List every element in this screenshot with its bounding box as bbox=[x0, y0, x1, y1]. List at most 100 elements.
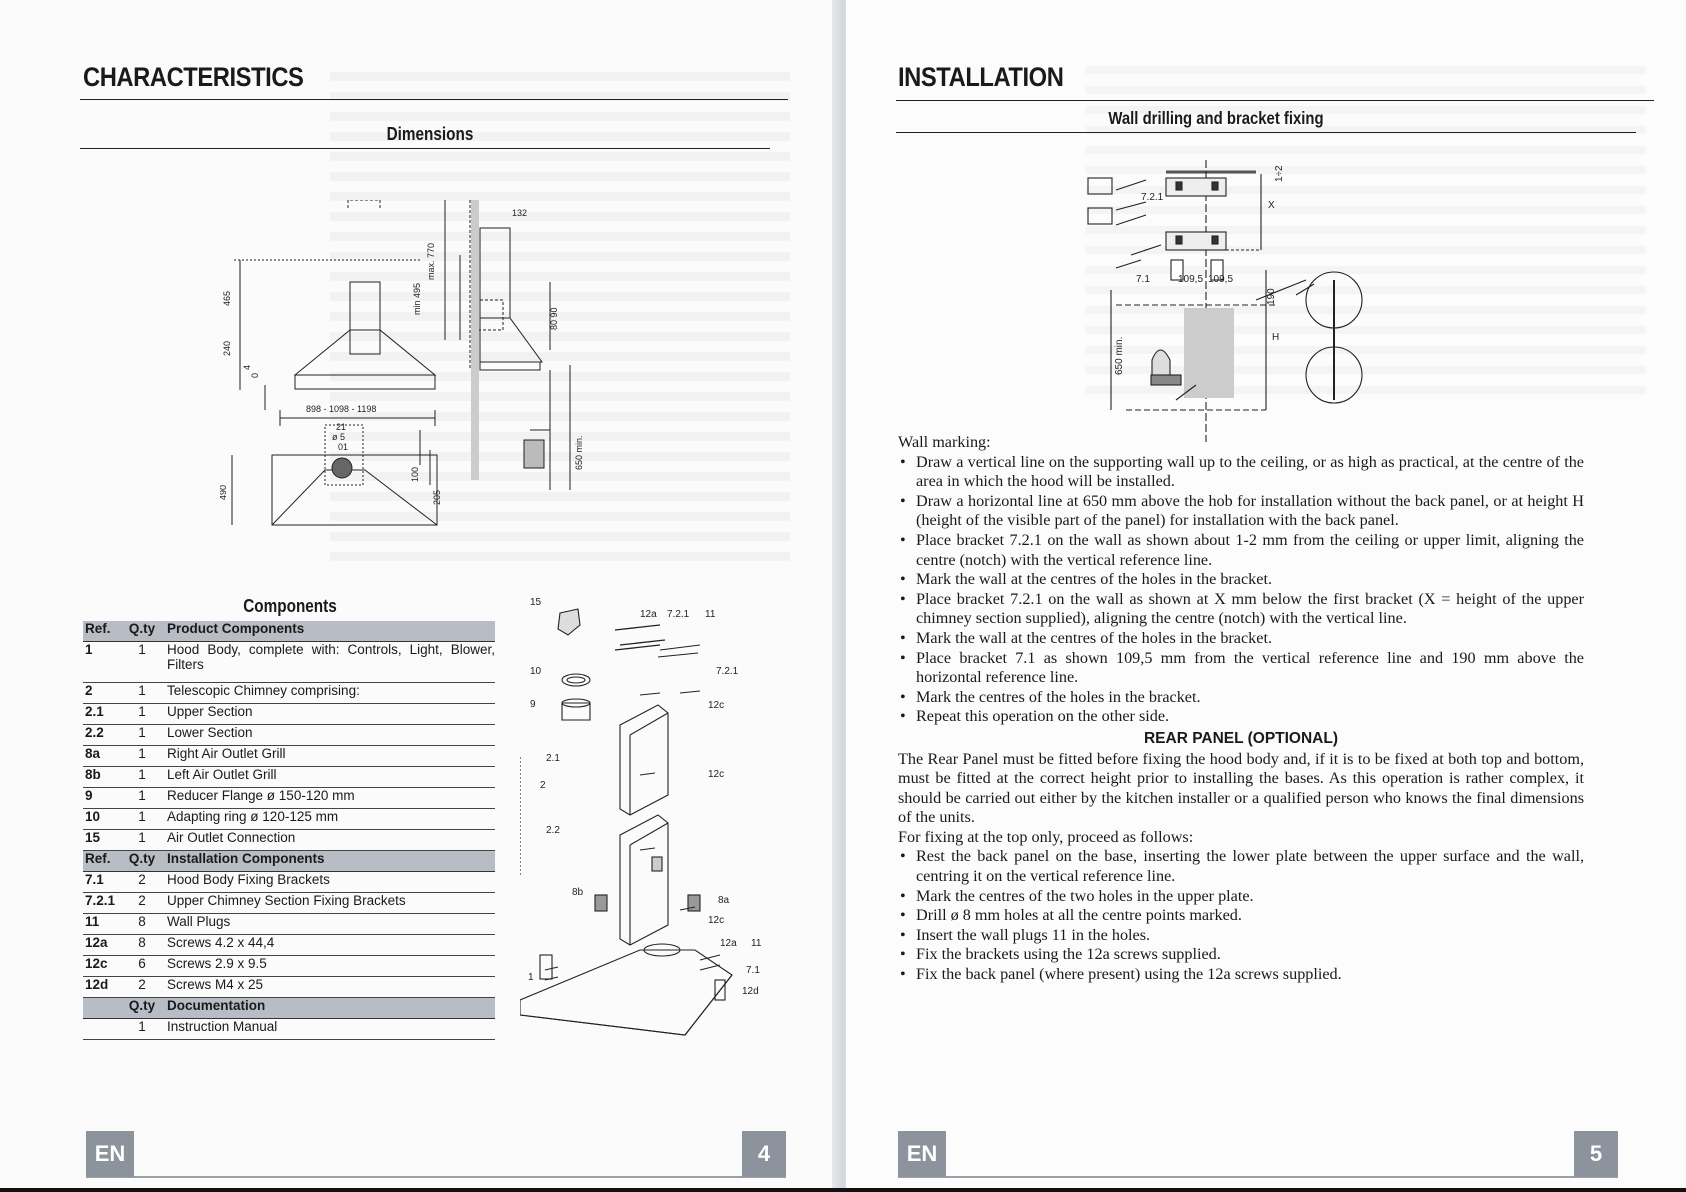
language-tab: EN bbox=[898, 1131, 946, 1177]
wall-marking-label: Wall marking: bbox=[898, 433, 991, 451]
language-tab: EN bbox=[86, 1131, 134, 1177]
table-row: 10 1 Adapting ring ø 120-125 mm bbox=[83, 809, 495, 830]
dim-465: 465 bbox=[222, 291, 232, 306]
qty-header: Q.ty bbox=[128, 998, 156, 1013]
row-ref: 7.2.1 bbox=[85, 893, 116, 908]
footer-line bbox=[898, 1176, 1618, 1178]
row-desc: Right Air Outlet Grill bbox=[167, 746, 286, 761]
exploded-view-drawing: 15 12a 7.2.1 11 10 7.2.1 9 12c 2.1 12c 2… bbox=[520, 597, 762, 1036]
row-desc: Screws 4.2 x 44,4 bbox=[167, 935, 275, 950]
row-desc: Telescopic Chimney comprising: bbox=[167, 683, 360, 698]
scan-bottom-edge bbox=[0, 1188, 1686, 1192]
dim-4: 4 bbox=[242, 365, 252, 370]
dim-132: 132 bbox=[512, 208, 527, 218]
components-heading: Components bbox=[243, 596, 337, 616]
list-item: Place bracket 7.2.1 on the wall as shown… bbox=[900, 590, 1584, 629]
label-12c-a: 12c bbox=[708, 700, 724, 711]
desc-header: Product Components bbox=[167, 621, 305, 636]
row-ref: 1 bbox=[85, 642, 93, 657]
title-rule bbox=[80, 99, 788, 100]
row-qty: 8 bbox=[138, 935, 146, 950]
row-desc: Air Outlet Connection bbox=[167, 830, 296, 845]
label-15: 15 bbox=[530, 597, 542, 608]
list-item: Place bracket 7.1 as shown 109,5 mm from… bbox=[900, 649, 1584, 688]
label-650-min: 650 min. bbox=[1114, 337, 1125, 375]
page-title: CHARACTERISTICS bbox=[83, 62, 304, 92]
dimensions-rule bbox=[80, 148, 770, 149]
dim-205: 205 bbox=[432, 490, 442, 505]
page-title: INSTALLATION bbox=[898, 62, 1064, 92]
dim-21: 21 bbox=[336, 422, 346, 432]
list-item: Draw a horizontal line at 650 mm above t… bbox=[900, 492, 1584, 531]
row-desc: Screws M4 x 25 bbox=[167, 977, 264, 992]
page-number: 4 bbox=[742, 1131, 786, 1177]
row-qty: 1 bbox=[138, 683, 146, 698]
dim-898: 898 - 1098 - 1198 bbox=[306, 404, 376, 414]
row-desc: Hood Body, complete with: Controls, Ligh… bbox=[167, 642, 495, 672]
dimensions-heading: Dimensions bbox=[386, 124, 474, 144]
label-8a: 8a bbox=[718, 895, 730, 906]
table-row: 12d 2 Screws M4 x 25 bbox=[83, 977, 495, 998]
left-page: CHARACTERISTICS Dimensions bbox=[0, 0, 840, 1192]
dim-80-90: 80 90 bbox=[549, 307, 559, 330]
row-ref: 2.1 bbox=[85, 704, 104, 719]
list-item: Mark the centres of the two holes in the… bbox=[900, 887, 1584, 907]
label-12d: 12d bbox=[742, 986, 759, 997]
install-header-row: Ref. Q.ty Installation Components bbox=[83, 851, 495, 872]
label-12a-b: 12a bbox=[720, 938, 737, 949]
dim-01: 01 bbox=[338, 442, 348, 452]
top-only-label: For fixing at the top only, proceed as f… bbox=[898, 827, 1194, 846]
row-desc: Reducer Flange ø 150-120 mm bbox=[167, 788, 355, 803]
row-desc: Left Air Outlet Grill bbox=[167, 767, 277, 782]
label-9: 9 bbox=[530, 699, 536, 710]
footer-line bbox=[86, 1176, 786, 1178]
desc-header: Installation Components bbox=[167, 851, 325, 866]
row-desc: Adapting ring ø 120-125 mm bbox=[167, 809, 339, 824]
label-7-2-1: 7.2.1 bbox=[667, 609, 690, 620]
table-row: 12a 8 Screws 4.2 x 44,4 bbox=[83, 935, 495, 956]
dim-o5: ø 5 bbox=[332, 432, 345, 442]
top-steps-list: Rest the back panel on the base, inserti… bbox=[898, 847, 1584, 984]
title-rule bbox=[896, 100, 1654, 101]
row-qty: 2 bbox=[138, 872, 146, 887]
row-ref: 10 bbox=[85, 809, 101, 824]
row-ref: 11 bbox=[85, 914, 100, 929]
label-1: 1 bbox=[528, 972, 534, 983]
label-7-2-1b: 7.2.1 bbox=[716, 666, 739, 677]
table-row: 15 1 Air Outlet Connection bbox=[83, 830, 495, 851]
bracket-diagram: 1÷2 X 7.2.1 7.1 109,5 109,5 190 H 650 mi… bbox=[1087, 160, 1363, 442]
right-page: INSTALLATION Wall drilling and bracket f… bbox=[846, 0, 1686, 1192]
row-desc: Screws 2.9 x 9.5 bbox=[167, 956, 267, 971]
row-qty: 1 bbox=[138, 767, 146, 782]
table-row: 9 1 Reducer Flange ø 150-120 mm bbox=[83, 788, 495, 809]
list-item: Rest the back panel on the base, inserti… bbox=[900, 847, 1584, 886]
row-qty: 1 bbox=[138, 1019, 146, 1034]
list-item: Insert the wall plugs 11 in the holes. bbox=[900, 926, 1584, 946]
table-row: 12c 6 Screws 2.9 x 9.5 bbox=[83, 956, 495, 977]
table-row: 1 Instruction Manual bbox=[83, 1019, 495, 1040]
label-7-2-1: 7.2.1 bbox=[1141, 192, 1164, 203]
rear-panel-heading: REAR PANEL (OPTIONAL) bbox=[1143, 729, 1339, 747]
list-item: Repeat this operation on the other side. bbox=[900, 707, 1584, 727]
row-ref: 2 bbox=[85, 683, 93, 698]
row-qty: 1 bbox=[138, 830, 146, 845]
table-row: 7.2.1 2 Upper Chimney Section Fixing Bra… bbox=[83, 893, 495, 914]
row-ref: 9 bbox=[85, 788, 93, 803]
label-7-1: 7.1 bbox=[746, 965, 760, 976]
list-item: Draw a vertical line on the supporting w… bbox=[900, 453, 1584, 492]
table-row: 2.1 1 Upper Section bbox=[83, 704, 495, 725]
row-qty: 2 bbox=[138, 893, 146, 908]
row-ref: 8b bbox=[85, 767, 101, 782]
row-qty: 1 bbox=[138, 642, 146, 657]
row-qty: 1 bbox=[138, 788, 146, 803]
rear-panel-paragraph: The Rear Panel must be fitted before fix… bbox=[898, 749, 1584, 827]
row-qty: 1 bbox=[138, 809, 146, 824]
row-desc: Wall Plugs bbox=[167, 914, 231, 929]
marking-steps-list: Draw a vertical line on the supporting w… bbox=[898, 453, 1584, 727]
dim-495: min 495 bbox=[412, 283, 422, 315]
label-12c-c: 12c bbox=[708, 915, 724, 926]
list-item: Fix the brackets using the 12a screws su… bbox=[900, 945, 1584, 965]
list-item: Fix the back panel (where present) using… bbox=[900, 965, 1584, 985]
list-item: Mark the centres of the holes in the bra… bbox=[900, 688, 1584, 708]
row-desc: Upper Section bbox=[167, 704, 253, 719]
